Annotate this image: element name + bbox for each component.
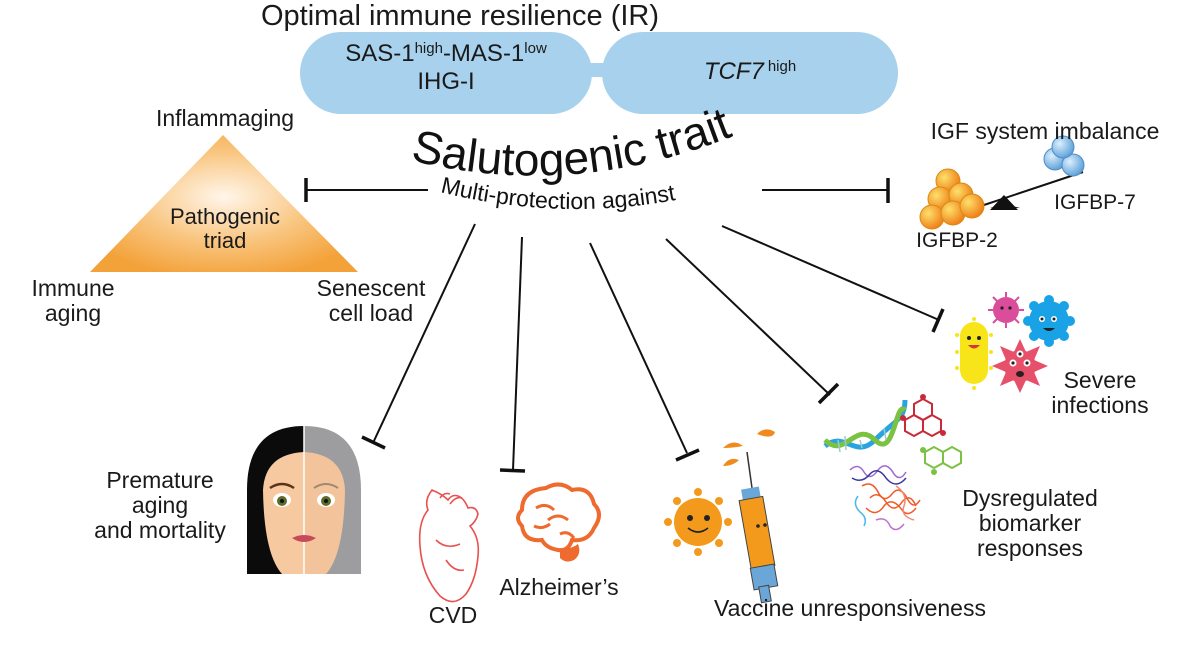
heart-icon — [418, 489, 480, 603]
inhibit-igf — [762, 178, 890, 203]
microbes-icon — [955, 292, 1075, 393]
syringe-icon — [738, 451, 779, 604]
pathogenic-label: Pathogenic — [169, 204, 281, 229]
inhibit-vaccine — [589, 242, 700, 462]
immune-aging-label: Immune aging — [18, 276, 128, 326]
aging-line-text: aging — [131, 491, 189, 518]
alzheimers-label: Alzheimer’s — [499, 574, 619, 600]
droplets-icon — [723, 429, 775, 466]
molecule-green-icon — [920, 445, 962, 475]
sas-mas-label: SAS-1high-MAS-1low IHG-I — [300, 40, 592, 95]
salutogenic-title: Salutogenic trait — [408, 97, 738, 186]
infections-text: infections — [1051, 391, 1149, 418]
premature-aging-label: Premature aging and mortality — [70, 468, 250, 542]
ir-pill-left — [300, 32, 592, 114]
igfbp2-label: IGFBP-2 — [916, 229, 998, 252]
inhibit-biomarkers — [665, 238, 840, 405]
cvd-label: CVD — [428, 602, 478, 628]
virus-smiley-icon — [664, 488, 732, 556]
dna-icon — [823, 399, 908, 453]
dysregulated-text: Dysregulated — [962, 485, 1098, 511]
igfbp2-cluster-icon — [919, 168, 985, 230]
triad-label: triad — [203, 227, 247, 253]
pathogenic-triad-label: Pathogenic triad — [130, 205, 320, 253]
inflammaging-label: Inflammaging — [155, 105, 295, 131]
immune-text: Immune — [31, 275, 115, 301]
dysregulated-biomarker-label: Dysregulated biomarker responses — [940, 486, 1120, 560]
ihg-label: IHG-I — [417, 67, 475, 95]
inhibit-infections — [721, 225, 945, 333]
senescent-cell-load-label: Senescent cell load — [296, 276, 446, 326]
premature-text: Premature — [106, 467, 214, 493]
diagram-title: Optimal immune resilience (IR) — [260, 0, 660, 32]
mas-superscript: low — [524, 39, 547, 57]
pathogenic-triad-triangle — [90, 135, 358, 272]
protein-structure-icon — [849, 465, 921, 531]
igfbp7-label: IGFBP-7 — [1054, 191, 1136, 214]
vaccine-unresponsiveness-label: Vaccine unresponsiveness — [714, 595, 986, 621]
biomarker-text: biomarker — [978, 509, 1082, 536]
cell-load-text: cell load — [328, 299, 414, 326]
severe-text: Severe — [1063, 367, 1137, 393]
ir-pill-right — [602, 32, 898, 114]
inhibit-aging — [361, 223, 476, 450]
igf-seesaw-icon — [974, 171, 1084, 210]
senescent-text: Senescent — [316, 275, 426, 301]
inhibition-lines — [304, 178, 945, 473]
face-aging-icon — [247, 426, 361, 574]
responses-text: responses — [976, 534, 1084, 561]
sas-label: SAS-1 — [345, 40, 415, 67]
severe-infections-label: Severe infections — [1040, 368, 1160, 418]
aging-text: aging — [44, 299, 102, 326]
brain-icon — [516, 482, 601, 562]
igfbp7-cluster-icon — [1043, 135, 1085, 177]
molecule-red-icon — [900, 394, 946, 438]
igf-title: IGF system imbalance — [930, 118, 1160, 144]
inhibit-triad — [304, 178, 428, 202]
inhibit-alzheimers-cvd — [499, 236, 526, 473]
sas-superscript: high — [414, 39, 443, 57]
tcf7-gene: TCF7 — [703, 58, 764, 85]
mas-label: -MAS-1 — [442, 40, 525, 67]
mortality-text: and mortality — [94, 516, 226, 543]
tcf7-superscript: high — [767, 57, 797, 75]
